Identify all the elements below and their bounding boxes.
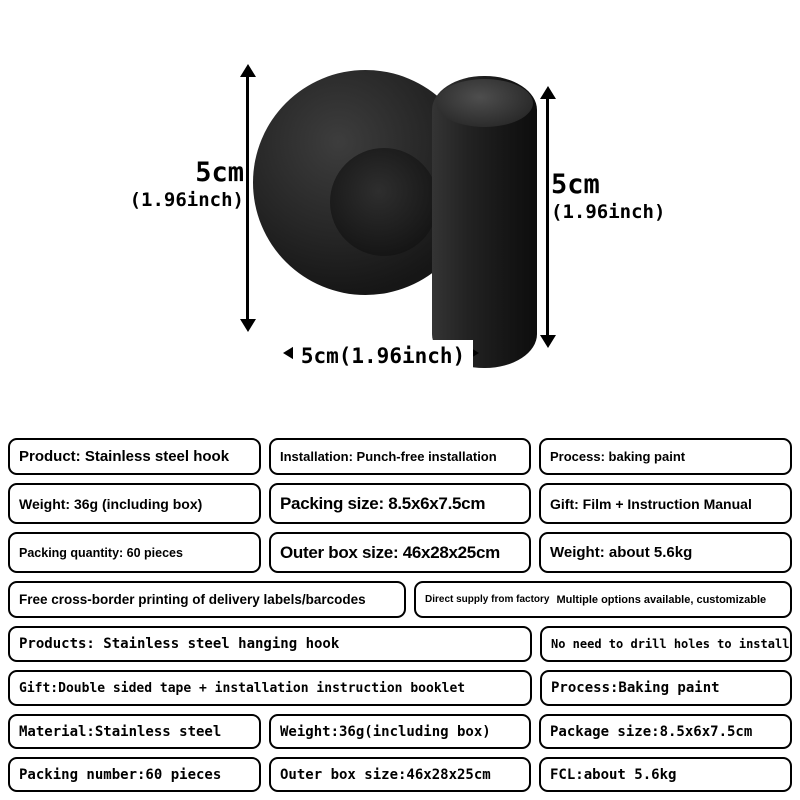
dimension-value: 5cm bbox=[551, 169, 600, 200]
spec-row-7: Material:Stainless steel Weight:36g(incl… bbox=[8, 714, 792, 749]
spec-box-label-printing: Free cross-border printing of delivery l… bbox=[8, 581, 406, 618]
spec-row-6: Gift:Double sided tape + installation in… bbox=[8, 670, 792, 706]
spec-box-packing-number: Packing number:60 pieces bbox=[8, 757, 261, 792]
spec-box-weight: Weight: 36g (including box) bbox=[8, 483, 261, 524]
arrow-line bbox=[246, 77, 249, 319]
spec-box-outer-box: Outer box size:46x28x25cm bbox=[269, 757, 531, 792]
right-dimension-arrow-icon bbox=[539, 86, 556, 348]
arrow-head-left-icon bbox=[283, 344, 296, 361]
spec-box-factory-supply: Direct supply from factory Multiple opti… bbox=[414, 581, 792, 618]
right-dimension-label: 5cm (1.96inch) bbox=[551, 170, 691, 225]
spec-box-products: Products: Stainless steel hanging hook bbox=[8, 626, 532, 662]
arrow-line bbox=[546, 99, 549, 335]
spec-box-packing-size: Packing size: 8.5x6x7.5cm bbox=[269, 483, 531, 524]
spec-box-packing-quantity: Packing quantity: 60 pieces bbox=[8, 532, 261, 573]
arrow-head-up-icon bbox=[239, 64, 256, 77]
hook-cylinder-top-face bbox=[436, 79, 533, 127]
hook-stem bbox=[330, 148, 438, 256]
arrow-head-down-icon bbox=[539, 335, 556, 348]
spec-box-gift: Gift: Film + Instruction Manual bbox=[539, 483, 792, 524]
spec-row-5: Products: Stainless steel hanging hook N… bbox=[8, 626, 792, 662]
spec-row-3: Packing quantity: 60 pieces Outer box si… bbox=[8, 532, 792, 573]
left-dimension-arrow-icon bbox=[239, 64, 256, 332]
spec-box-no-drill: No need to drill holes to install bbox=[540, 626, 792, 662]
bottom-dimension-label: 5cm(1.96inch) bbox=[293, 340, 473, 372]
dimension-value: 5cm bbox=[195, 157, 244, 188]
spec-box-gift-tape: Gift:Double sided tape + installation in… bbox=[8, 670, 532, 706]
spec-box-installation: Installation: Punch-free installation bbox=[269, 438, 531, 475]
arrow-head-up-icon bbox=[539, 86, 556, 99]
spec-grid: Product: Stainless steel hook Installati… bbox=[8, 438, 792, 792]
spec-row-1: Product: Stainless steel hook Installati… bbox=[8, 438, 792, 475]
spec-row-8: Packing number:60 pieces Outer box size:… bbox=[8, 757, 792, 792]
spec-box-carton-weight: Weight: about 5.6kg bbox=[539, 532, 792, 573]
spec-box-baking-paint: Process:Baking paint bbox=[540, 670, 792, 706]
spec-box-outer-box-size: Outer box size: 46x28x25cm bbox=[269, 532, 531, 573]
spec-box-package-size: Package size:8.5x6x7.5cm bbox=[539, 714, 792, 749]
product-photo: 5cm (1.96inch) 5cm (1.96inch) 5cm(1.96in… bbox=[112, 64, 691, 372]
hook-cylinder bbox=[432, 76, 537, 368]
spec-row-4: Free cross-border printing of delivery l… bbox=[8, 581, 792, 618]
spec-box-material: Material:Stainless steel bbox=[8, 714, 261, 749]
left-dimension-label: 5cm (1.96inch) bbox=[112, 158, 244, 213]
spec-row-2: Weight: 36g (including box) Packing size… bbox=[8, 483, 792, 524]
spec-box-product: Product: Stainless steel hook bbox=[8, 438, 261, 475]
customizable-text: Multiple options available, customizable bbox=[556, 593, 767, 606]
arrow-head-down-icon bbox=[239, 319, 256, 332]
dimension-inch: (1.96inch) bbox=[129, 189, 244, 211]
spec-box-fcl: FCL:about 5.6kg bbox=[539, 757, 792, 792]
spec-box-weight-box: Weight:36g(including box) bbox=[269, 714, 531, 749]
spec-box-process: Process: baking paint bbox=[539, 438, 792, 475]
factory-supply-text: Direct supply from factory bbox=[425, 594, 550, 605]
dimension-inch: (1.96inch) bbox=[551, 201, 666, 223]
